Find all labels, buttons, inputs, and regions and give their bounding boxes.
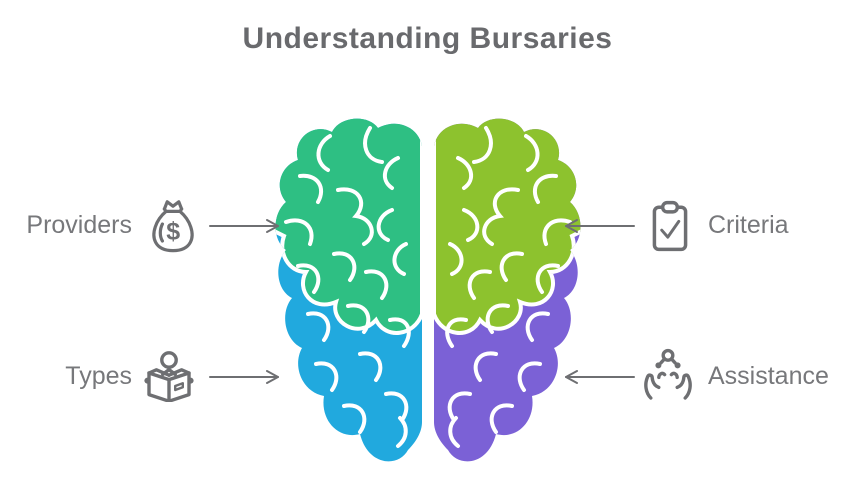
label-types: Types: [65, 362, 132, 390]
label-criteria: Criteria: [708, 211, 789, 239]
helping-hands-icon: [640, 347, 696, 401]
arrow-types-right: [208, 369, 282, 385]
money-bag-icon: $: [148, 195, 198, 255]
label-assistance: Assistance: [708, 362, 829, 390]
arrow-providers-right: [208, 218, 282, 234]
brain-left-hemisphere: [275, 118, 422, 462]
arrow-assistance-left: [562, 369, 636, 385]
brain-illustration: [272, 116, 584, 468]
reading-book-icon: [142, 350, 196, 402]
svg-text:$: $: [166, 217, 180, 245]
page-title: Understanding Bursaries: [242, 22, 613, 55]
arrow-criteria-left: [562, 218, 636, 234]
brain-svg: [275, 118, 581, 462]
brain-right-hemisphere: [434, 118, 581, 462]
clipboard-check-icon: [648, 199, 692, 254]
label-providers: Providers: [26, 211, 132, 239]
